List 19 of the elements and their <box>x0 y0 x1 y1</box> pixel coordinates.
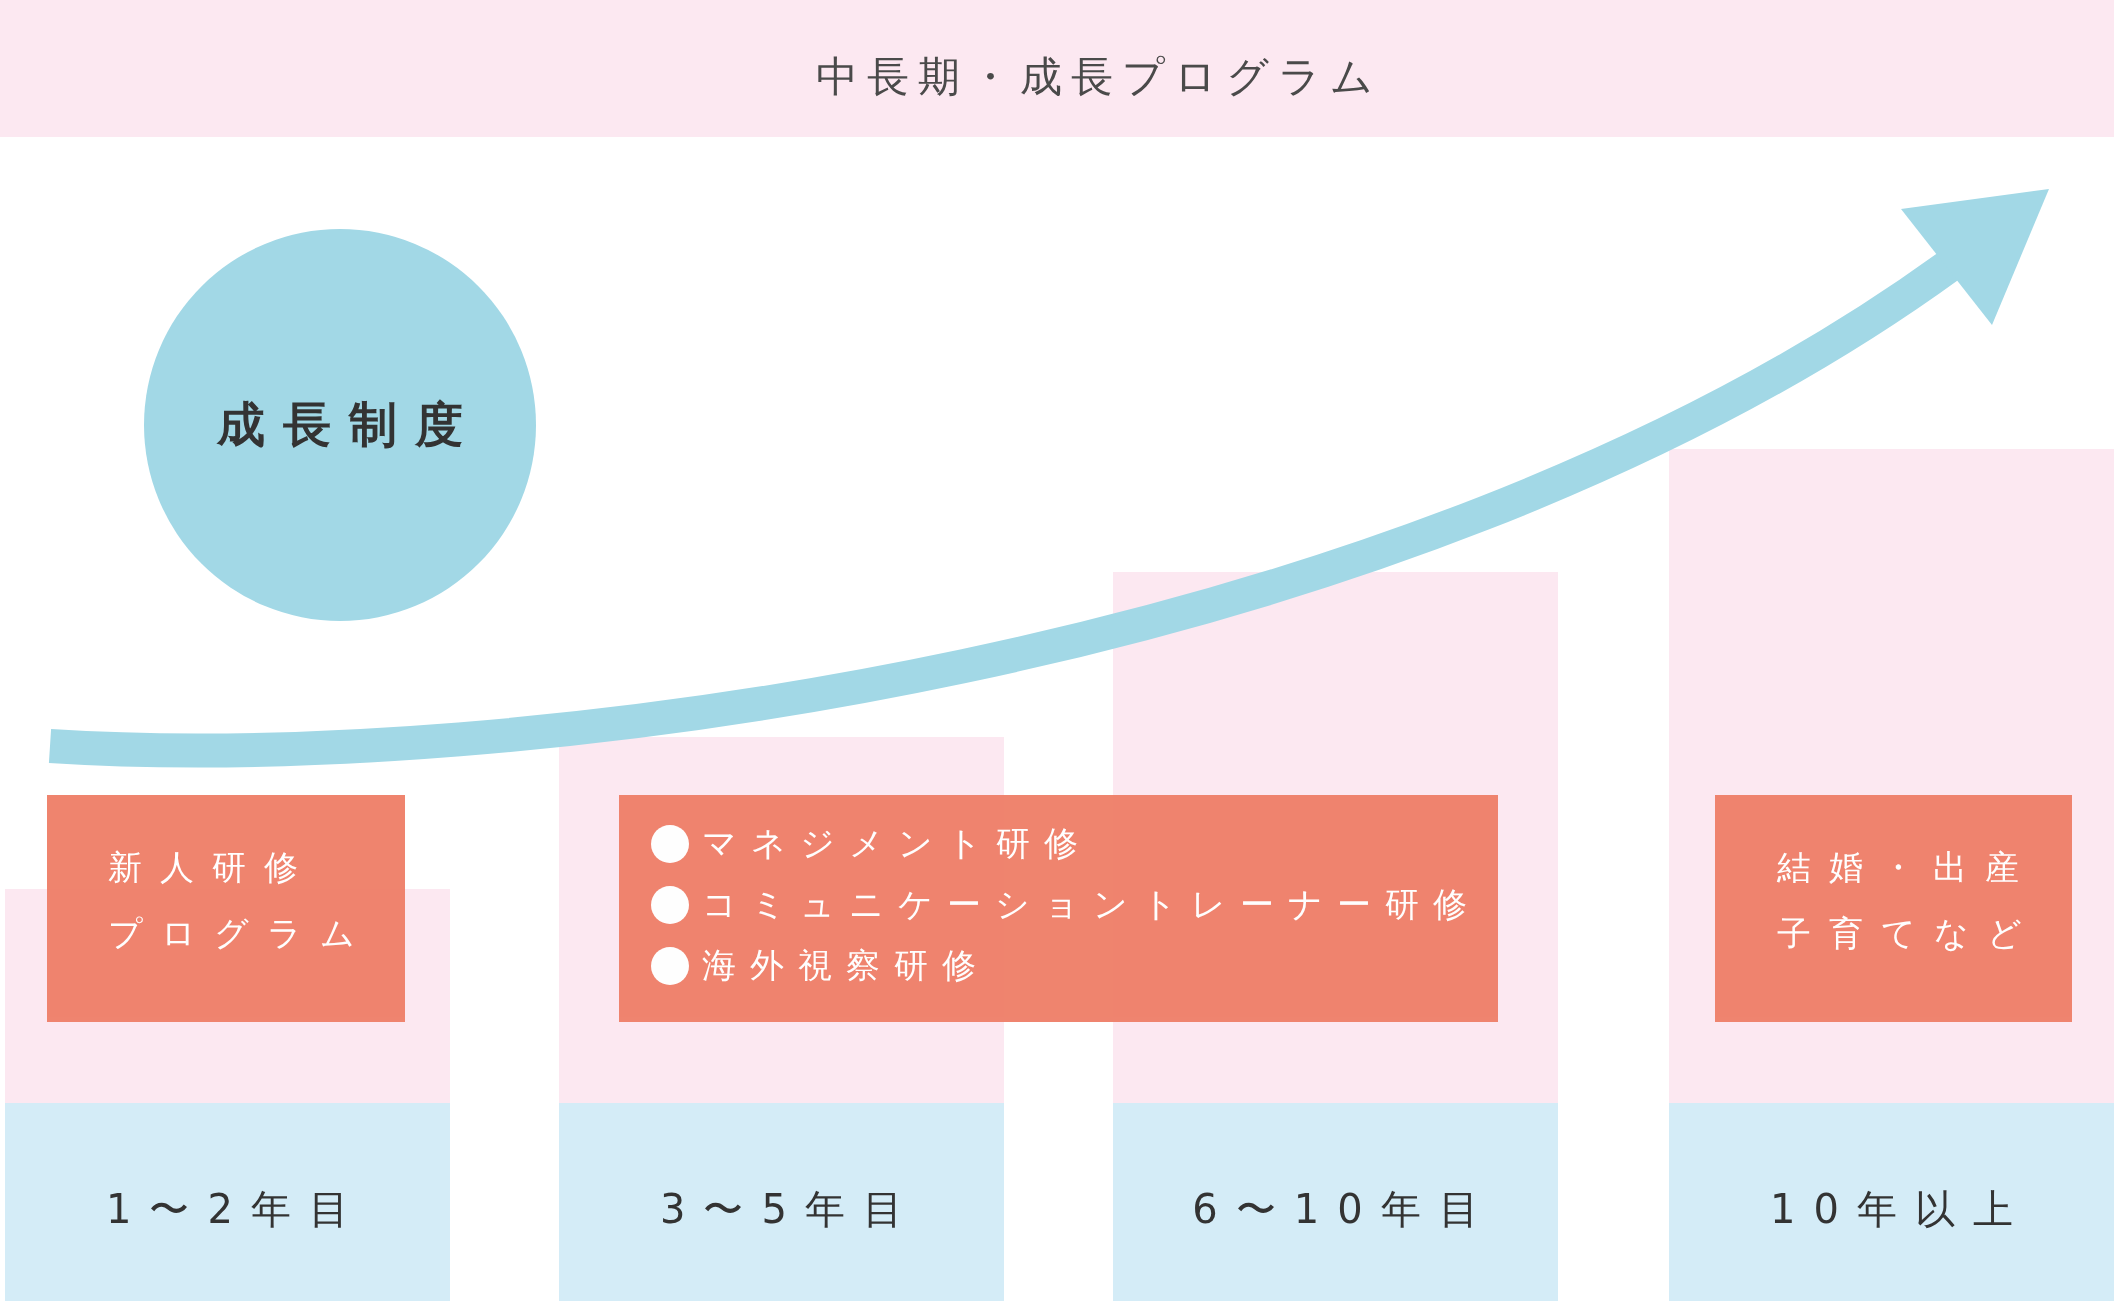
list-item: 海外視察研修 <box>702 945 990 986</box>
program-label: 新人研修プログラム <box>108 846 374 955</box>
year-label: 3〜5年目 <box>659 1185 921 1233</box>
program-box <box>47 795 405 1022</box>
year-band <box>1669 1103 2114 1301</box>
year-band <box>5 1103 450 1301</box>
year-band <box>1113 1103 1558 1301</box>
year-band <box>559 1103 1004 1301</box>
program-box <box>1715 795 2072 1022</box>
year-label: 6〜10年目 <box>1191 1185 1497 1233</box>
circle-label: 成長制度 <box>215 396 481 454</box>
year-label: 1〜2年目 <box>105 1185 367 1233</box>
banner-title: 中長期・成長プログラム <box>816 52 1382 103</box>
list-item: コミュニケーショントレーナー研修 <box>702 884 1481 925</box>
program-box <box>619 795 1498 1022</box>
program-label: 結婚・出産 <box>1777 846 2037 889</box>
program-label: 子育てなど <box>1777 912 2040 955</box>
year-label: 10年以上 <box>1769 1185 2031 1233</box>
list-item: マネジメント研修 <box>702 823 1092 864</box>
